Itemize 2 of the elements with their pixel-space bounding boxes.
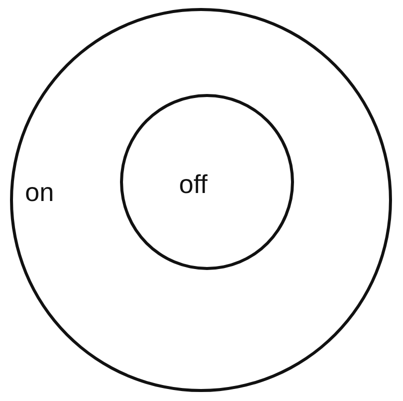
state-label: off <box>179 171 208 197</box>
state-label: on <box>25 179 54 205</box>
